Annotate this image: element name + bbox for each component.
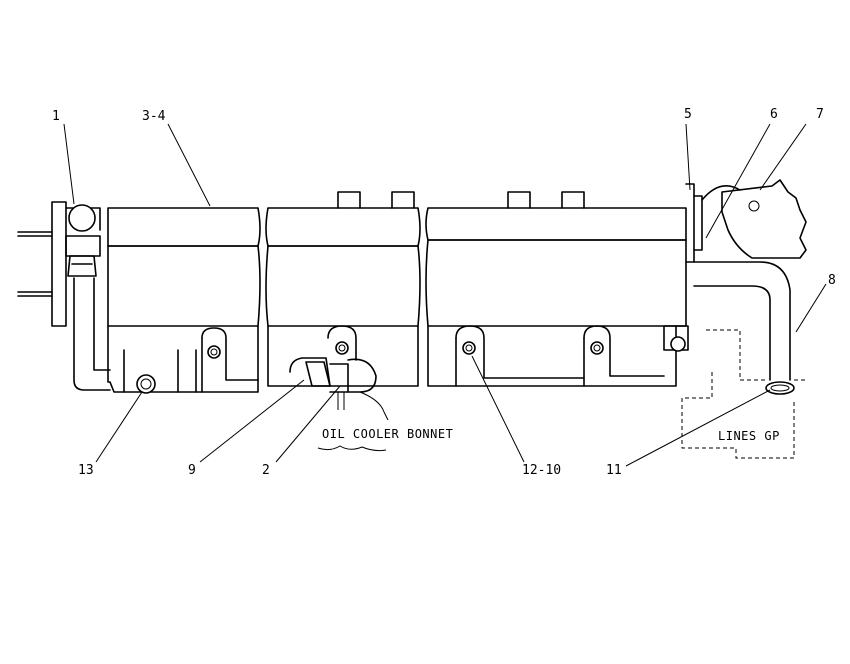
oil-cooler-bonnet-outline <box>317 391 389 452</box>
callout-6: 6 <box>770 107 778 122</box>
cooler-section-2 <box>265 191 421 387</box>
left-tube <box>73 277 111 391</box>
lines-gp-caption: LINES GP <box>718 429 780 443</box>
cooler-section-3 <box>425 191 687 387</box>
callout-9: 9 <box>188 463 196 478</box>
leader-lines <box>63 123 827 467</box>
callout-13: 13 <box>78 463 94 478</box>
callout-11: 11 <box>606 463 622 478</box>
oil-cooler-bonnet-caption: OIL COOLER BONNET <box>322 427 453 441</box>
callout-12-10: 12-10 <box>522 463 561 478</box>
callout-8: 8 <box>828 273 836 288</box>
callout-labels: 1 3-4 5 6 7 8 13 9 2 12-10 11 <box>52 107 836 478</box>
callout-2: 2 <box>262 463 270 478</box>
bonnet-fitting <box>289 357 377 410</box>
cooler-section-1 <box>107 207 261 393</box>
callout-3-4: 3-4 <box>142 109 166 124</box>
drain-plug <box>136 374 156 394</box>
outlet-tube <box>693 261 795 395</box>
callout-7: 7 <box>816 107 824 122</box>
lines-gp-outline <box>681 329 808 459</box>
mounting-tabs <box>123 325 689 393</box>
elbow-fitting <box>65 204 101 277</box>
support-bracket <box>721 179 807 259</box>
callout-1: 1 <box>52 109 60 124</box>
callout-5: 5 <box>684 107 692 122</box>
